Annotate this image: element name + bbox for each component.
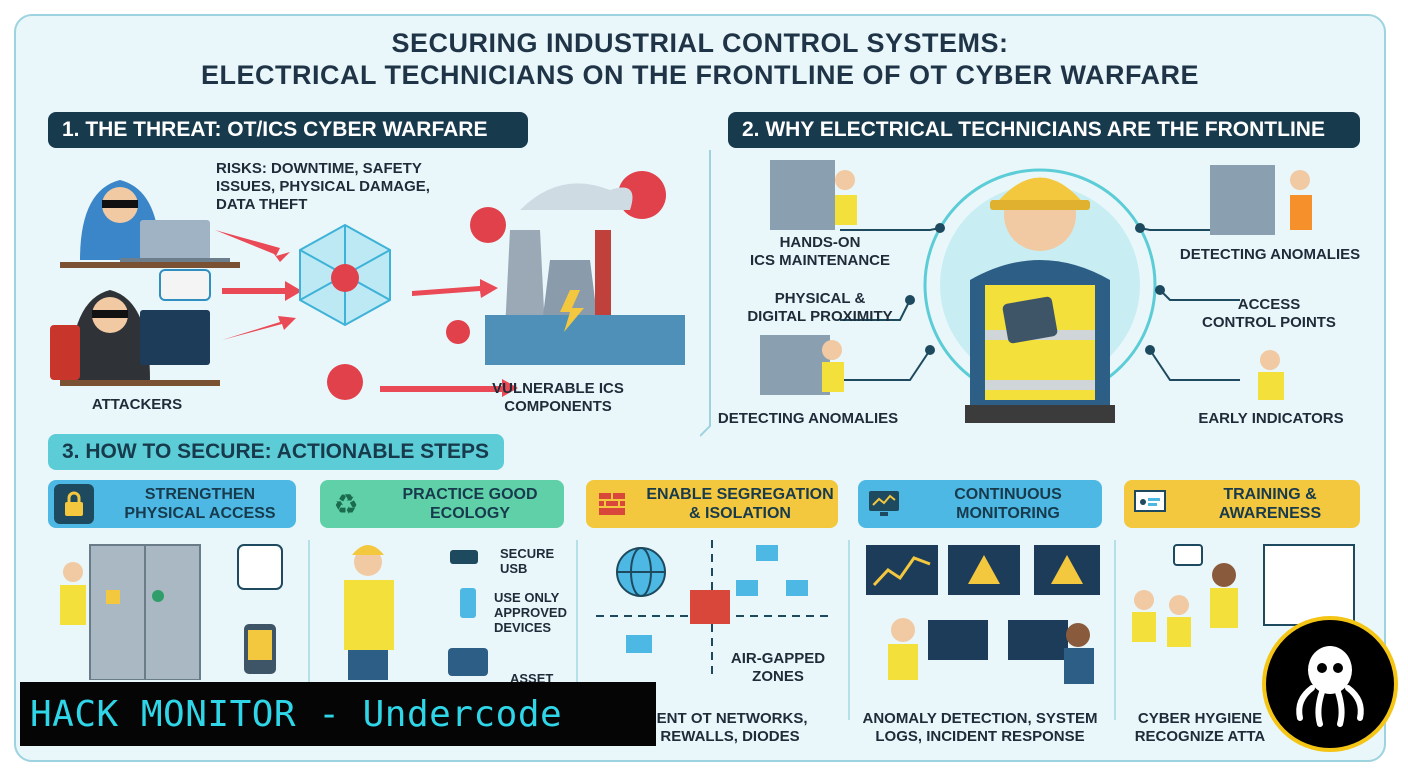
title-line-1: SECURING INDUSTRIAL CONTROL SYSTEMS: bbox=[391, 28, 1009, 58]
risks-label: RISKS: DOWNTIME, SAFETY ISSUES, PHYSICAL… bbox=[216, 160, 430, 213]
column-divider bbox=[1114, 540, 1116, 720]
ecology-illustration bbox=[344, 545, 488, 680]
cyber-hygiene-label: CYBER HYGIENE RECOGNIZE ATTA bbox=[1134, 710, 1266, 745]
early-indicator-worker-icon bbox=[1258, 350, 1284, 400]
monitor-icon bbox=[864, 484, 904, 524]
recycle-icon: ♻ bbox=[333, 488, 359, 520]
air-gapped-label: AIR-GAPPED ZONES bbox=[730, 650, 826, 685]
title-line-2: ELECTRICAL TECHNICIANS ON THE FRONTLINE … bbox=[200, 60, 1199, 90]
industrial-plant-icon bbox=[485, 183, 685, 365]
presentation-icon bbox=[1130, 484, 1170, 524]
section-2-header: 2. WHY ELECTRICAL TECHNICIANS ARE THE FR… bbox=[728, 112, 1360, 148]
anomaly-panel-icon bbox=[760, 335, 844, 395]
attack-arrows bbox=[215, 230, 518, 397]
padlock-icon bbox=[54, 484, 94, 524]
vulnerable-components-label: VULNERABLE ICS COMPONENTS bbox=[492, 380, 624, 415]
proximity-label: PHYSICAL & DIGITAL PROXIMITY bbox=[747, 290, 893, 325]
monitoring-illustration bbox=[866, 545, 1100, 684]
octopus-logo bbox=[1262, 616, 1398, 752]
section-1-header: 1. THE THREAT: OT/ICS CYBER WARFARE bbox=[48, 112, 528, 148]
approved-devices-label: USE ONLY APPROVED DEVICES bbox=[494, 590, 567, 635]
detection-panel-icon bbox=[1210, 165, 1312, 235]
attackers-label: ATTACKERS bbox=[91, 396, 183, 413]
detecting-anomalies-right-label: DETECTING ANOMALIES bbox=[1179, 246, 1361, 263]
step-segregation: ENABLE SEGREGATION& ISOLATION bbox=[586, 480, 838, 528]
physical-access-illustration bbox=[60, 544, 283, 680]
virus-icon bbox=[331, 264, 359, 292]
anomaly-detection-label: ANOMALY DETECTION, SYSTEM LOGS, INCIDENT… bbox=[862, 710, 1098, 745]
hands-on-label: HANDS-ON ICS MAINTENANCE bbox=[749, 234, 890, 269]
column-divider bbox=[848, 540, 850, 720]
access-control-label: ACCESS CONTROL POINTS bbox=[1202, 296, 1336, 331]
secure-usb-label: SECURE USB bbox=[500, 546, 555, 576]
maintenance-panel-icon bbox=[770, 160, 857, 230]
segregation-illustration bbox=[596, 540, 832, 680]
training-illustration bbox=[1132, 544, 1355, 647]
threat-illustration bbox=[50, 171, 685, 400]
early-indicators-label: EARLY INDICATORS bbox=[1198, 410, 1344, 427]
watermark-banner: HACK MONITOR - Undercode bbox=[20, 682, 656, 746]
attacker-1-icon bbox=[60, 180, 240, 268]
column-divider bbox=[576, 540, 578, 720]
attacker-2-icon bbox=[50, 269, 220, 386]
firewall-icon bbox=[592, 484, 632, 524]
section-3-header: 3. HOW TO SECURE: ACTIONABLE STEPS bbox=[48, 434, 504, 470]
column-divider bbox=[308, 540, 310, 720]
technician-illustration bbox=[700, 150, 1312, 437]
detecting-anomalies-left-label: DETECTING ANOMALIES bbox=[717, 410, 899, 427]
usb-icon bbox=[450, 550, 478, 564]
step-training: TRAINING &AWARENESS bbox=[1124, 480, 1360, 528]
segment-networks-label: IENT OT NETWORKS, REWALLS, DIODES bbox=[652, 710, 808, 745]
technician-icon bbox=[965, 177, 1115, 423]
